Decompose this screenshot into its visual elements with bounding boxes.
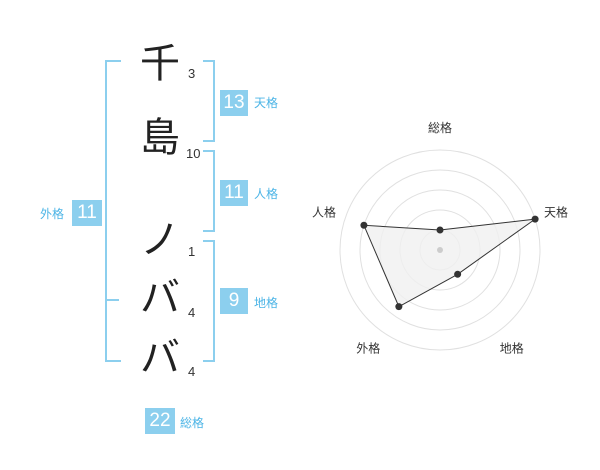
- chikaku-value-box: 9: [220, 288, 248, 314]
- jinkaku-bracket: [203, 150, 215, 232]
- radar-axis-label: 天格: [544, 204, 568, 219]
- name-char-5: バ: [140, 335, 180, 381]
- radar-axis-label: 総格: [428, 120, 452, 135]
- soukaku-value-box: 22: [145, 408, 175, 434]
- radar-point: [395, 303, 403, 311]
- chikaku-bracket: [203, 240, 215, 362]
- gaikaku-bracket-tick: [105, 299, 119, 301]
- stroke-count-2: 10: [186, 146, 201, 161]
- jinkaku-label: 人格: [254, 187, 279, 201]
- gaikaku-bracket: [105, 60, 121, 362]
- jinkaku-value-box: 11: [220, 180, 248, 206]
- tenkaku-value-box: 13: [220, 90, 248, 116]
- radar-ring: [339, 149, 541, 351]
- stroke-count-1: 3: [188, 66, 196, 81]
- gaikaku-label: 外格: [40, 207, 65, 221]
- name-char-2: 島: [140, 115, 180, 161]
- radar-axis-label: 人格: [312, 204, 336, 219]
- radar-polygon: [363, 218, 536, 308]
- radar-center-dot: [437, 247, 443, 253]
- soukaku-label: 総格: [180, 416, 205, 430]
- chikaku-label: 地格: [254, 296, 279, 310]
- radar-point: [531, 215, 539, 223]
- radar-ring: [359, 169, 521, 331]
- name-char-4: バ: [140, 275, 180, 321]
- radar-point: [436, 226, 444, 234]
- tenkaku-label: 天格: [254, 96, 279, 110]
- radar-point: [360, 221, 368, 229]
- stroke-count-5: 4: [188, 364, 196, 379]
- stroke-count-3: 1: [188, 244, 196, 259]
- stroke-count-4: 4: [188, 305, 196, 320]
- radar-point: [454, 270, 462, 278]
- tenkaku-bracket: [203, 60, 215, 142]
- gaikaku-value-box: 11: [72, 200, 102, 226]
- radar-axis-label: 外格: [356, 341, 380, 356]
- name-char-3: ノ: [140, 217, 180, 263]
- name-char-1: 千: [140, 41, 180, 87]
- radar-axis-label: 地格: [500, 341, 524, 356]
